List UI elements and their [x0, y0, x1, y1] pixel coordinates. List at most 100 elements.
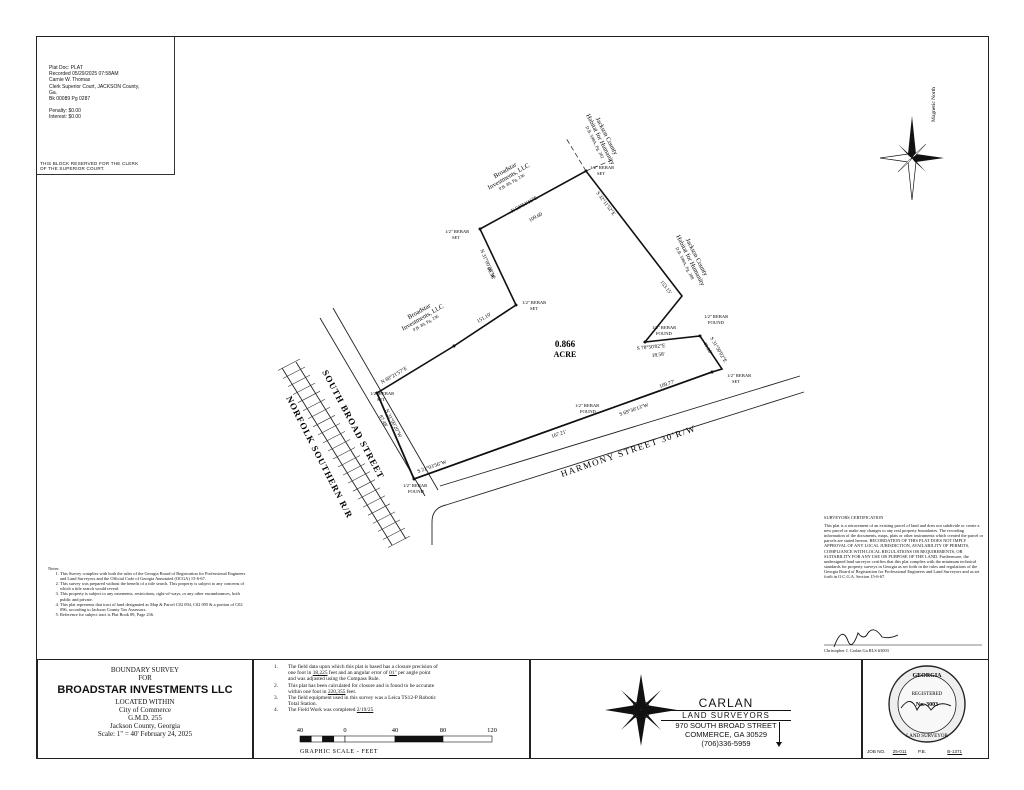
company-name: CARLAN [698, 696, 754, 710]
call-bearing: S 32°11'52"E [594, 190, 617, 217]
svg-text:1/2" REBAR: 1/2" REBAR [370, 391, 395, 396]
svg-text:1/2" REBAR: 1/2" REBAR [727, 373, 752, 378]
note-item: This property is subject to any easement… [60, 591, 248, 601]
call-distance: 66.56' [485, 266, 496, 280]
call-distance: 109.77' [659, 379, 676, 390]
recording-line: Ga. [49, 89, 58, 96]
call-bearing: N 59°51'16"E [510, 194, 539, 214]
surveyor-certification: SURVEYORS CERTIFICATION This plat is a r… [824, 515, 984, 653]
acreage-unit: ACRE [554, 350, 577, 359]
svg-text:1/2" REBAR: 1/2" REBAR [575, 403, 600, 408]
title-block-project: BOUNDARY SURVEY FOR BROADSTAR INVESTMENT… [37, 659, 253, 759]
svg-text:40: 40 [297, 727, 304, 734]
svg-text:SET: SET [732, 379, 740, 384]
svg-text:40: 40 [392, 727, 399, 734]
svg-text:SET: SET [452, 235, 460, 240]
cert-signer: Christopher J. Carlan Ga RLS #3003 [824, 648, 889, 653]
svg-text:FOUND: FOUND [708, 320, 725, 325]
svg-text:0: 0 [343, 727, 346, 734]
svg-text:80: 80 [440, 727, 447, 734]
svg-text:120: 120 [487, 727, 497, 734]
job-info: JOB NO. 25-011 P.B. B-1371 [867, 749, 963, 754]
note-item: This plat represents that tract of land … [60, 602, 248, 612]
clerk-reserve-line: THIS BLOCK RESERVED FOR THE CLERK [40, 160, 139, 166]
parcel-boundary [375, 169, 724, 481]
south-broad-row [319, 307, 439, 497]
svg-text:1/2" REBAR: 1/2" REBAR [590, 165, 615, 170]
company-phone: (706)336-5959 [701, 739, 751, 748]
svg-text:FOUND: FOUND [656, 331, 673, 336]
call-distance: 87.48' [377, 414, 388, 428]
railroad-tracks [281, 361, 407, 546]
svg-text:1/2" REBAR: 1/2" REBAR [522, 300, 547, 305]
tb-line: BOUNDARY SURVEY [110, 666, 180, 674]
company-sub: LAND SURVEYORS [661, 710, 791, 721]
svg-text:SET: SET [377, 397, 385, 402]
tb-line: G.M.D. 255 [128, 714, 162, 722]
call-distance: 109.60 [528, 211, 544, 223]
clerk-reserve-line: OF THE SUPERIOR COURT. [40, 165, 105, 171]
surveyor-seal-icon: GEORGIA REGISTERED No. 3003 LAND SURVEYO… [888, 665, 966, 743]
railroad-ties [277, 358, 411, 548]
title-block-seal: GEORGIA REGISTERED No. 3003 LAND SURVEYO… [862, 659, 989, 759]
recording-line: Recorded 05/29/2025 07:58AM [49, 71, 119, 78]
tb-line: City of Commerce [118, 706, 172, 714]
company-address: 970 SOUTH BROAD STREET [675, 721, 777, 730]
recording-line: Bk 00089 Pg 0287 [49, 96, 91, 103]
monument-markers [375, 169, 714, 481]
svg-text:SET: SET [597, 171, 605, 176]
acreage-value: 0.866 [555, 339, 576, 349]
tb-line: Jackson County, Georgia [110, 722, 180, 730]
svg-text:FOUND: FOUND [580, 409, 597, 414]
adjoiner-lines [565, 137, 613, 172]
compass-rose-icon [605, 674, 677, 746]
owner-label-1: Jackson County Habitat for Humanity D.B.… [584, 113, 620, 167]
notes-heading: Notes: [48, 566, 60, 571]
harmony-street-row [431, 375, 805, 545]
svg-text:SET: SET [530, 306, 538, 311]
clerk-reserve: THIS BLOCK RESERVED FOR THE CLERK OF THE… [40, 161, 138, 171]
tb-line: Scale: 1" = 40' February 24, 2025 [97, 730, 193, 738]
surveyor-signature [833, 629, 899, 648]
owner-label-4: Broadstar Investments, LLC P.B. 89, Pg. … [401, 302, 445, 333]
call-distance: 167.21' [551, 429, 568, 440]
south-broad-street-label: SOUTH BROAD STREET [320, 368, 386, 480]
cert-body: This plat is a retracement of an existin… [824, 523, 984, 580]
tb-client: BROADSTAR INVESTMENTS LLC [57, 684, 233, 696]
owner-label-2: Broadstar Investments, LLC P.B. 89, Pg. … [487, 161, 531, 192]
call-bearing: S 78°50'02"E [636, 342, 665, 352]
svg-text:LAND SURVEYOR: LAND SURVEYOR [906, 734, 948, 739]
recording-interest: Interest: $0.00 [49, 114, 81, 121]
svg-text:GEORGIA: GEORGIA [912, 673, 942, 679]
svg-text:1/2" REBAR: 1/2" REBAR [652, 325, 677, 330]
note-item: Reference for subject tract is Plat Book… [60, 612, 248, 617]
harmony-street-label: HARMONY STREET 30'R/W [559, 423, 697, 479]
note-item: This survey was prepared without the ben… [60, 581, 248, 591]
svg-text:1/2" REBAR: 1/2" REBAR [445, 229, 470, 234]
cert-heading: SURVEYORS CERTIFICATION [824, 515, 884, 520]
graphic-scale-label: GRAPHIC SCALE - FEET [300, 749, 378, 755]
svg-text:1/2" REBAR: 1/2" REBAR [403, 483, 428, 488]
title-block-field-data: 1.The field data upon which this plat is… [253, 659, 530, 759]
recording-line: Carnie W. Thomas [49, 77, 91, 84]
recording-line: Clerk Superior Court, JACKSON County, [49, 83, 140, 90]
company-city: COMMERCE, GA 30529 [684, 730, 768, 739]
notes-block: Notes: This Survey complies with both th… [48, 566, 248, 617]
graphic-scale: 40 0 40 80 120 GRAPHIC SCALE - FEET [297, 727, 497, 755]
svg-text:FOUND: FOUND [408, 489, 425, 494]
recording-penalty: Penalty: $0.00 [49, 108, 81, 115]
owner-label-3: Jackson County Habitat for Humanity D.B.… [674, 234, 710, 288]
recording-block: Plat Doc: PLAT Recorded 05/29/2025 07:58… [37, 37, 175, 175]
north-arrow-icon [879, 116, 944, 201]
tb-line: FOR [138, 674, 152, 682]
call-distance: 41.10' [701, 341, 713, 355]
recording-line: Plat Doc: PLAT [49, 65, 83, 71]
svg-text:1/2" REBAR: 1/2" REBAR [704, 314, 729, 319]
svg-text:REGISTERED: REGISTERED [912, 692, 943, 697]
north-label: Magnetic North [931, 87, 937, 122]
note-item: This Survey complies with both the rules… [60, 571, 248, 581]
title-block-company: CARLAN LAND SURVEYORS 970 SOUTH BROAD ST… [530, 659, 862, 759]
tb-line: LOCATED WITHIN [115, 698, 175, 706]
call-distance: 18.58' [652, 352, 665, 359]
